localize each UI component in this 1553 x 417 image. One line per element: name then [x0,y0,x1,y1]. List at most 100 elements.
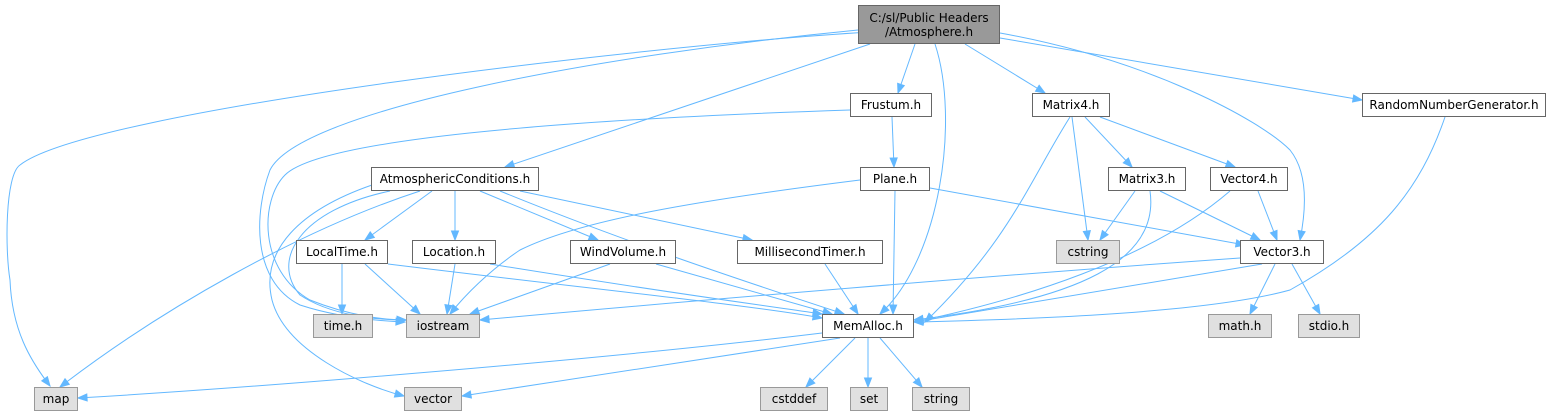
arrowhead [912,316,925,325]
edge-matrix4-vector4 [1099,116,1237,168]
node-millisecond-timer[interactable]: MillisecondTimer.h [737,240,883,264]
root-label-line1: C:/sl/Public Headers [869,10,989,25]
arrowhead [1122,157,1133,169]
arrowhead [897,82,906,95]
arrowhead [396,315,408,325]
edge-atmcond-windvolume [479,190,600,241]
node-vector3[interactable]: Vector3.h [1240,240,1324,264]
arrowhead [1034,84,1047,94]
edge-root-memalloc [879,43,947,315]
edge-atmcond-memalloc [499,190,846,316]
arrowhead [460,390,473,399]
edge-matrix3-vector3 [1159,190,1262,241]
node-map[interactable]: map [34,387,78,411]
arrowhead [1082,230,1091,242]
edge-vector3-iostream [478,257,1241,324]
edge-matrix4-matrix3 [1084,116,1133,169]
edge-matrix4-memalloc [924,116,1071,323]
edge-memalloc-vector [460,337,841,399]
arrowhead [1269,229,1278,242]
node-vector[interactable]: vector [404,387,462,411]
root-node-atmosphere[interactable]: C:/sl/Public Headers /Atmosphere.h [858,5,1000,44]
edge-plane-iostream [449,179,861,316]
node-set[interactable]: set [850,387,888,411]
node-frustum[interactable]: Frustum.h [850,93,932,117]
arrowhead [1099,229,1109,242]
edge-matrix4-cstring [1071,116,1091,242]
node-local-time[interactable]: LocalTime.h [296,240,388,264]
node-cstddef[interactable]: cstddef [760,387,828,411]
edge-plane-memalloc [888,190,898,316]
edge-localtime-timeh [337,264,347,316]
node-time-h[interactable]: time.h [313,314,373,338]
arrowhead [393,389,406,398]
node-memalloc[interactable]: MemAlloc.h [822,314,914,338]
arrowhead [449,303,460,316]
edge-atmcond-vector [269,184,406,398]
arrowhead [337,304,347,316]
edge-memalloc-map [76,332,823,402]
arrowhead [1249,232,1262,241]
node-location[interactable]: Location.h [412,240,496,264]
edge-root-vector3 [999,32,1306,242]
edge-vector3-stdioh [1291,263,1321,316]
arrowhead [444,303,453,316]
node-vector4[interactable]: Vector4.h [1210,167,1288,191]
edge-frustum-iostream [267,109,851,324]
edge-atmcond-location [450,191,460,242]
node-atmospheric-conditions[interactable]: AtmosphericConditions.h [371,167,539,191]
edge-memalloc-cstddef [805,337,856,388]
arrowhead [1249,303,1259,316]
arrowhead [450,230,460,242]
edge-vector3-mathh [1249,263,1276,316]
arrowhead [849,303,859,316]
root-label-line2: /Atmosphere.h [884,24,974,39]
arrowhead [58,377,71,388]
arrowhead [363,230,376,241]
arrowhead [889,157,898,169]
arrowhead [587,232,600,241]
edge-frustum-plane [889,116,898,169]
arrowhead [811,308,824,317]
edge-root-rng [999,37,1364,103]
arrowhead [410,304,422,315]
node-plane[interactable]: Plane.h [860,167,930,191]
node-iostream[interactable]: iostream [406,314,480,338]
node-random-number-generator[interactable]: RandomNumberGenerator.h [1362,93,1546,117]
arrowhead [863,377,873,389]
edge-root-matrix4 [964,43,1047,94]
edge-location-iostream [444,263,456,316]
node-cstring[interactable]: cstring [1056,240,1120,264]
edge-rng-memalloc [912,116,1446,327]
edge-location-memalloc [489,263,824,317]
edge-atmcond-mstimer [519,190,754,243]
edge-memalloc-string [879,337,923,389]
edge-vector4-vector3 [1257,190,1278,242]
node-wind-volume[interactable]: WindVolume.h [570,240,676,264]
edge-windvolume-memalloc [655,263,834,316]
edge-root-iostream [259,29,859,326]
edge-memalloc-set [863,338,873,389]
edge-root-atmcond [503,43,871,168]
edge-root-frustum [897,43,916,95]
arrowhead [76,393,88,402]
arrowhead [912,377,923,389]
arrowhead [478,314,490,324]
edge-root-map [6,31,871,388]
node-string[interactable]: string [912,387,970,411]
arrowhead [1311,303,1321,316]
edge-atmcond-map [58,190,421,388]
edge-vector3-memalloc [912,263,1263,325]
edge-atmcond-localtime [363,190,433,241]
edge-localtime-iostream [364,263,422,315]
edge-matrix3-cstring [1099,190,1136,242]
node-math-h[interactable]: math.h [1208,314,1272,338]
arrowhead [879,304,890,315]
arrowhead [1351,94,1364,103]
arrowhead [1297,229,1306,242]
node-matrix3[interactable]: Matrix3.h [1108,167,1186,191]
node-stdio-h[interactable]: stdio.h [1298,314,1360,338]
node-matrix4[interactable]: Matrix4.h [1032,93,1110,117]
arrowhead [805,377,816,388]
